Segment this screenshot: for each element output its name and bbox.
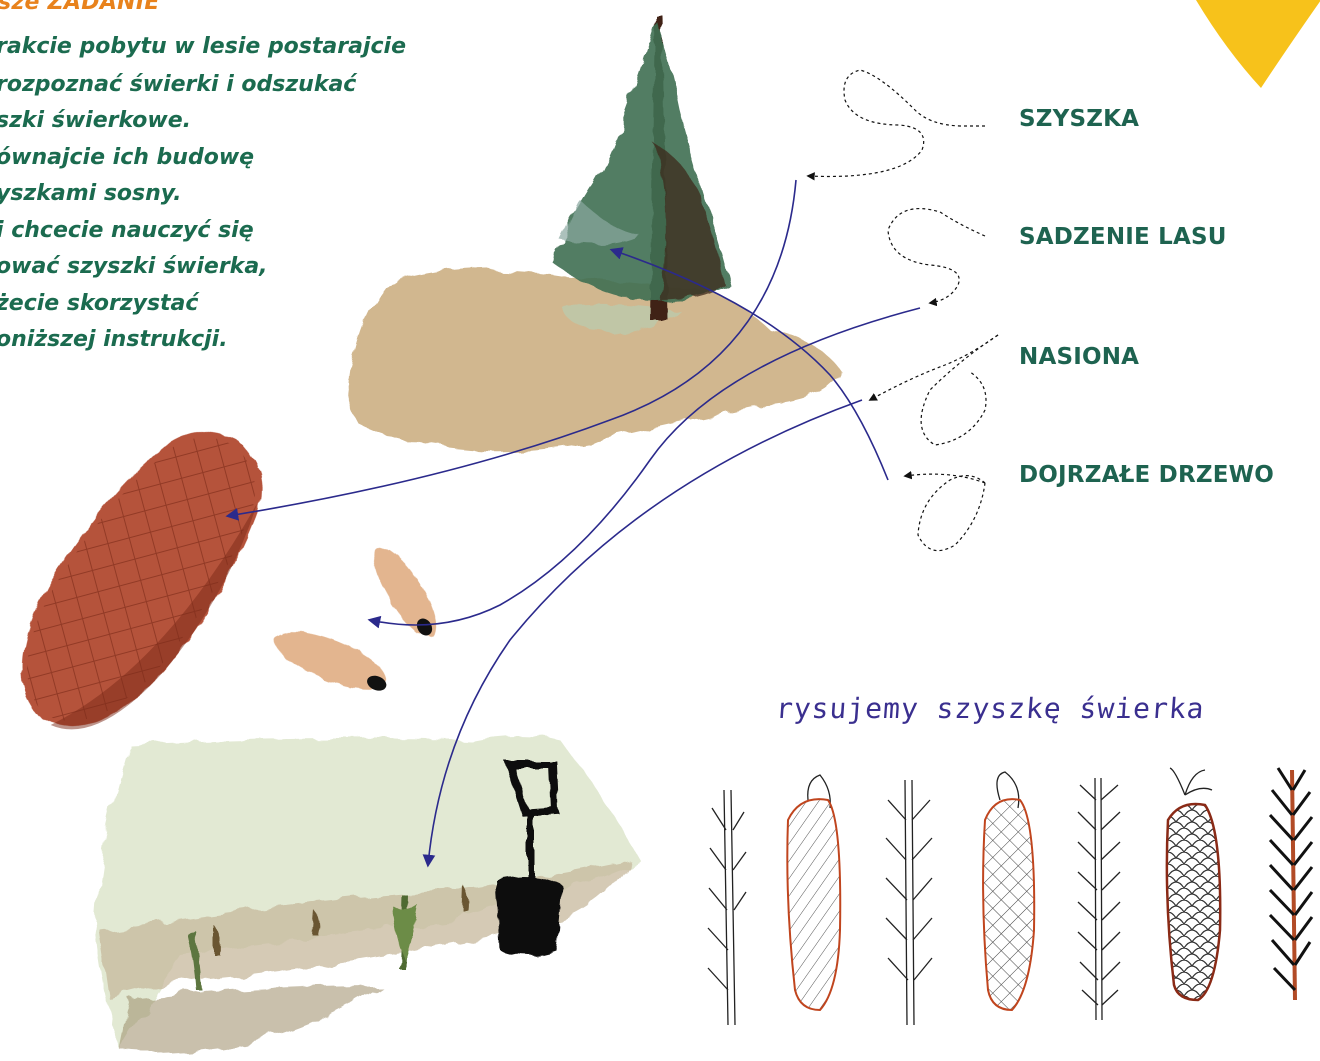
mature-tree-illustration [349, 15, 840, 451]
label-mature-tree: DOJRZAŁE DRZEWO [1019, 462, 1274, 488]
label-connectors [808, 70, 998, 551]
spruce-cone-illustration [0, 398, 298, 761]
step-6-cone [1167, 768, 1220, 1000]
drawing-heading: rysujemy szyszkę świerka [775, 692, 1206, 725]
planting-scene-illustration [95, 735, 640, 1053]
label-cone: SZYSZKA [1019, 106, 1139, 132]
label-planting: SADZENIE LASU [1019, 224, 1227, 250]
drawing-steps [708, 768, 1312, 1025]
step-3-twig [886, 780, 932, 1025]
step-1-twig [708, 790, 746, 1025]
step-5-twig [1078, 778, 1120, 1020]
step-7-branch [1270, 768, 1312, 1000]
seeds-illustration [267, 539, 447, 702]
step-4-cone [983, 772, 1034, 1010]
step-2-cone [787, 775, 840, 1010]
label-seeds: NASIONA [1019, 344, 1139, 370]
